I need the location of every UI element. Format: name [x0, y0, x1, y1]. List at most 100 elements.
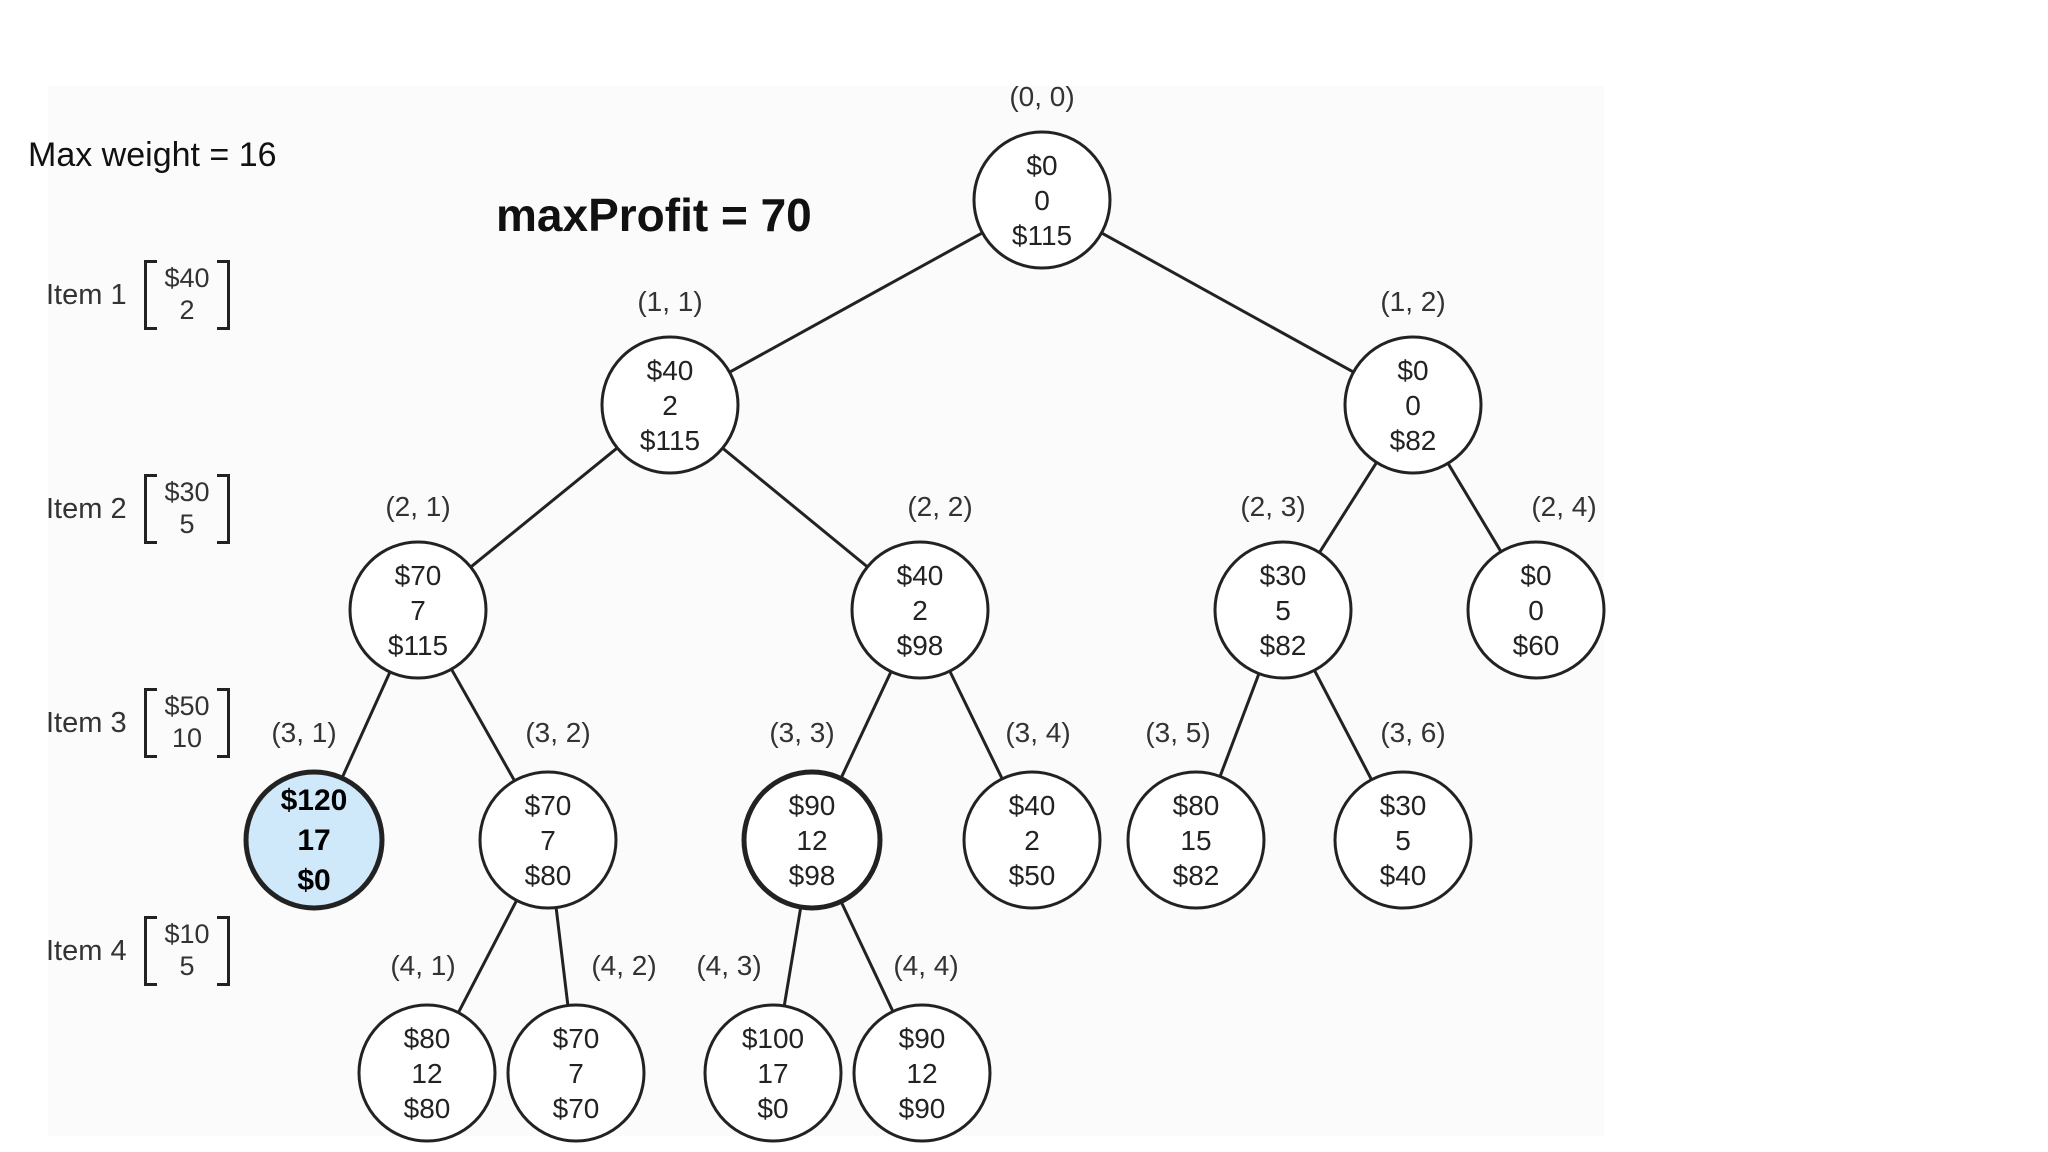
tree-node-circle-2-4	[1466, 540, 1606, 680]
tree-node-bound-3-1: $0	[297, 864, 330, 897]
tree-node-bound-3-6: $40	[1380, 860, 1427, 891]
tree-node-2-3: (2, 3)$305$82	[1213, 491, 1353, 680]
tree-node-circle-3-5	[1126, 770, 1266, 910]
tree-node-profit-4-1: $80	[404, 1023, 451, 1054]
tree-edge-3-2-to-4-2	[554, 907, 570, 1006]
tree-node-weight-4-4: 12	[906, 1058, 937, 1089]
item-1-bracket: $40 2	[144, 260, 230, 330]
tree-node-circle-3-3	[741, 769, 883, 911]
tree-node-circle-2-1	[348, 540, 488, 680]
max-profit-label: maxProfit = 70	[496, 189, 812, 241]
item-2-row: Item 2 $30 5	[46, 474, 230, 544]
item-2-weight: 5	[179, 509, 195, 539]
tree-node-bound-3-2: $80	[525, 860, 572, 891]
tree-node-bound-0-0: $115	[1012, 220, 1072, 251]
item-4-value: $10	[164, 919, 210, 949]
tree-node-bound-2-2: $98	[897, 630, 944, 661]
tree-node-circle-3-2	[478, 770, 618, 910]
tree-node-2-1: (2, 1)$707$115	[348, 491, 488, 680]
tree-node-4-1: (4, 1) $80 12 $80	[357, 950, 497, 1143]
tree-node-4-2: (4, 2)$707$70	[506, 950, 657, 1143]
item-1-row: Item 1 $40 2	[46, 260, 230, 330]
tree-node-profit-3-5: $80	[1173, 790, 1220, 821]
tree-node-3-6: (3, 6)$305$40	[1333, 717, 1473, 910]
tree-edge-0-0-to-1-2	[1100, 231, 1355, 374]
tree-edge-2-3-to-3-5	[1218, 673, 1261, 777]
tree-node-bound-1-2: $82	[1390, 425, 1437, 456]
tree-node-label-3-2: (3, 2)	[525, 717, 590, 748]
tree-node-weight-4-3: 17	[757, 1058, 788, 1089]
item-4-bracket: $10 5	[144, 916, 230, 986]
tree-edge-0-0-to-1-1	[728, 231, 984, 374]
tree-node-circle-3-1	[243, 769, 385, 911]
tree-node-label-3-6: (3, 6)	[1380, 717, 1445, 748]
tree-node-3-4: (3, 4)$402$50	[962, 717, 1102, 910]
tree-edge-1-2-to-2-4	[1446, 462, 1503, 553]
item-3-bracket: $50 10	[144, 688, 230, 758]
tree-node-profit-3-4: $40	[1009, 790, 1056, 821]
tree-node-weight-1-2: 0	[1405, 390, 1421, 421]
item-3-weight: 10	[171, 723, 203, 753]
tree-edge-2-2-to-3-3	[839, 670, 893, 780]
tree-node-label-4-3: (4, 3)	[696, 950, 761, 981]
tree-node-label-2-3: (2, 3)	[1240, 491, 1305, 522]
tree-node-weight-2-1: 7	[410, 595, 426, 626]
tree-node-bound-4-3: $0	[757, 1093, 788, 1124]
tree-node-label-3-3: (3, 3)	[769, 717, 834, 748]
tree-node-2-4: (2, 4)$00$60	[1466, 491, 1606, 680]
tree-edge-3-3-to-4-4	[839, 900, 895, 1013]
tree-node-label-2-1: (2, 1)	[385, 491, 450, 522]
item-3-row: Item 3 $50 10	[46, 688, 230, 758]
tree-edge-1-2-to-2-3	[1318, 461, 1378, 554]
tree-node-label-4-4: (4, 4)	[893, 950, 958, 981]
tree-node-circle-4-1	[357, 1003, 497, 1143]
tree-node-label-2-4: (2, 4)	[1531, 491, 1596, 522]
tree-node-bound-4-2: $70	[553, 1093, 600, 1124]
item-1-value: $40	[164, 263, 210, 293]
item-1-label: Item 1	[46, 278, 127, 311]
item-4-weight: 5	[179, 951, 195, 981]
tree-node-circle-4-4	[852, 1003, 992, 1143]
tree-node-2-2: (2, 2)$402$98	[850, 491, 990, 680]
tree-edge-2-1-to-3-1	[340, 671, 392, 779]
tree-node-circle-1-1	[600, 335, 740, 475]
tree-node-label-1-2: (1, 2)	[1380, 286, 1445, 317]
item-2-value: $30	[164, 477, 210, 507]
tree-edge-2-3-to-3-6	[1313, 669, 1373, 781]
tree-node-weight-3-2: 7	[540, 825, 556, 856]
tree-node-weight-4-2: 7	[568, 1058, 584, 1089]
tree-node-label-3-4: (3, 4)	[1005, 717, 1070, 748]
tree-node-bound-4-1: $80	[404, 1093, 451, 1124]
tree-node-weight-0-0: 0	[1034, 185, 1050, 216]
tree-node-3-2: (3, 2) $70 7 $80	[478, 717, 618, 910]
tree-edge-3-2-to-4-1	[457, 899, 518, 1014]
tree-edge-1-1-to-2-1	[469, 446, 619, 569]
tree-edge-2-2-to-3-4	[948, 670, 1004, 780]
tree-node-label-4-1: (4, 1)	[390, 950, 455, 981]
tree-node-bound-1-1: $115	[640, 425, 700, 456]
tree-node-circle-3-6	[1333, 770, 1473, 910]
tree-node-circle-2-2	[850, 540, 990, 680]
item-2-bracket: $30 5	[144, 474, 230, 544]
tree-node-1-1: (1, 1)$402$115	[600, 286, 740, 475]
tree-node-circle-3-4	[962, 770, 1102, 910]
tree-node-weight-4-1: 12	[411, 1058, 442, 1089]
tree-node-bound-3-5: $82	[1173, 860, 1220, 891]
item-3-label: Item 3	[46, 706, 127, 739]
tree-node-circle-2-3	[1213, 540, 1353, 680]
tree-node-bound-2-4: $60	[1513, 630, 1560, 661]
item-4-row: Item 4 $10 5	[46, 916, 230, 986]
tree-node-weight-2-3: 5	[1275, 595, 1291, 626]
tree-node-profit-4-4: $90	[899, 1023, 946, 1054]
tree-node-profit-2-3: $30	[1260, 560, 1307, 591]
tree-node-profit-3-1: $120	[281, 784, 348, 817]
tree-node-profit-3-3: $90	[789, 790, 836, 821]
tree-node-weight-1-1: 2	[662, 390, 678, 421]
tree-node-profit-0-0: $0	[1026, 150, 1057, 181]
max-weight-label: Max weight = 16	[28, 136, 277, 174]
item-1-weight: 2	[179, 295, 195, 325]
tree-node-profit-3-2: $70	[525, 790, 572, 821]
